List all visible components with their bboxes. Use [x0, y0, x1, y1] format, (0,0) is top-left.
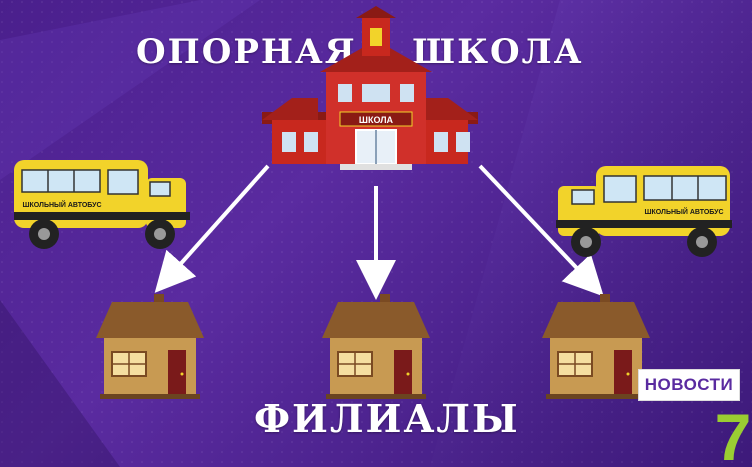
title-left: ОПОРНАЯ [136, 32, 357, 72]
school-building-icon: ШКОЛА [262, 6, 478, 170]
arrow-left [154, 164, 270, 293]
school-sign: ШКОЛА [359, 115, 394, 125]
house-icon-left [95, 293, 205, 400]
news-label: НОВОСТИ [644, 375, 734, 394]
bus-left-label: ШКОЛЬНЫЙ АВТОБУС [22, 200, 101, 209]
school-bus-right: ШКОЛЬНЫЙ АВТОБУС [556, 166, 732, 257]
branches-label: ФИЛИАЛЫ [254, 396, 520, 441]
house-icon-center [321, 293, 431, 400]
arrow-right [478, 164, 604, 297]
channel-logo: 7 [715, 400, 752, 467]
channel-number: 7 [715, 400, 752, 467]
school-bus-left: ШКОЛЬНЫЙ АВТОБУС [14, 160, 190, 249]
house-icon-right [541, 293, 651, 400]
title-right: ШКОЛА [412, 32, 584, 72]
news-badge: НОВОСТИ [638, 369, 740, 401]
bus-right-label: ШКОЛЬНЫЙ АВТОБУС [644, 207, 723, 216]
